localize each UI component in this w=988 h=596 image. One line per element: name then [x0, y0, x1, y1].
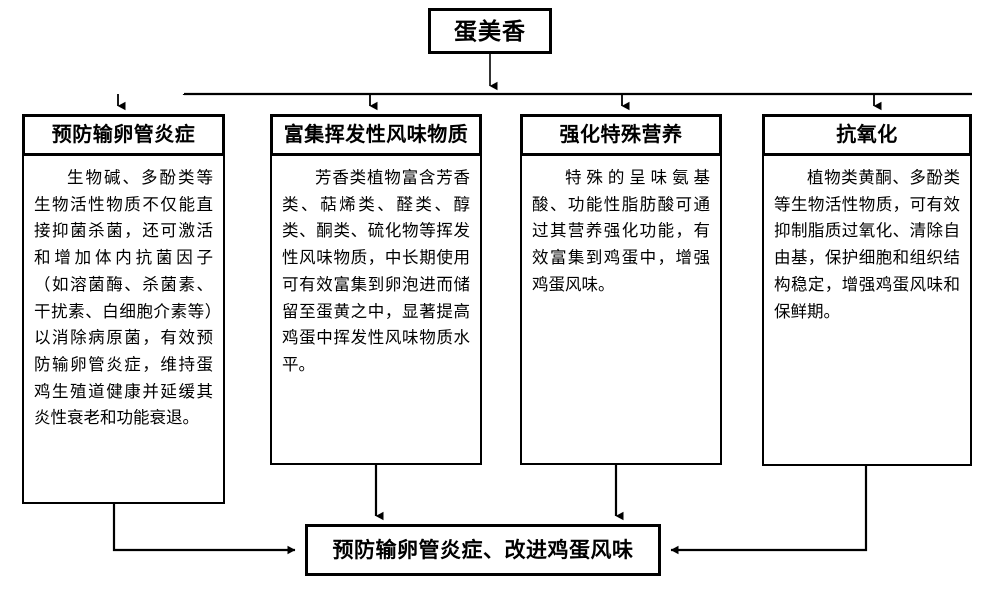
root-node: 蛋美香: [428, 8, 552, 54]
branch-1-text: 生物碱、多酚类等生物活性物质不仅能直接抑菌杀菌，还可激活和增加体内抗菌因子（如溶…: [34, 168, 213, 428]
branch-node-1: 预防输卵管炎症 生物碱、多酚类等生物活性物质不仅能直接抑菌杀菌，还可激活和增加体…: [22, 114, 225, 504]
outcome-node-label: 预防输卵管炎症、改进鸡蛋风味: [332, 537, 634, 562]
outcome-node: 预防输卵管炎症、改进鸡蛋风味: [305, 524, 661, 576]
branch-4-title: 抗氧化: [836, 124, 898, 146]
branch-3-header: 强化特殊营养: [520, 114, 722, 156]
root-node-label: 蛋美香: [454, 18, 526, 44]
connector-root-to-bus: [182, 54, 972, 96]
branch-4-text: 植物类黄酮、多酚类等生物活性物质，可有效抑制脂质过氧化、清除自由基，保护细胞和组…: [774, 168, 960, 321]
branch-node-2: 富集挥发性风味物质 芳香类植物富含芳香类、萜烯类、醛类、醇类、酮类、硫化物等挥发…: [270, 114, 482, 465]
branch-node-3: 强化特殊营养 特殊的呈味氨基酸、功能性脂肪酸可通过其营养强化功能，有效富集到鸡蛋…: [520, 114, 722, 465]
branch-2-text: 芳香类植物富含芳香类、萜烯类、醛类、醇类、酮类、硫化物等挥发性风味物质，中长期使…: [282, 168, 470, 375]
branch-node-4: 抗氧化 植物类黄酮、多酚类等生物活性物质，可有效抑制脂质过氧化、清除自由基，保护…: [762, 114, 972, 466]
branch-2-header: 富集挥发性风味物质: [270, 114, 482, 156]
branch-4-header: 抗氧化: [762, 114, 972, 156]
branch-2-title: 富集挥发性风味物质: [283, 124, 469, 146]
branch-1-title: 预防输卵管炎症: [51, 124, 196, 146]
branch-3-text: 特殊的呈味氨基酸、功能性脂肪酸可通过其营养强化功能，有效富集到鸡蛋中，增强鸡蛋风…: [532, 168, 710, 294]
branch-1-body: 生物碱、多酚类等生物活性物质不仅能直接抑菌杀菌，还可激活和增加体内抗菌因子（如溶…: [22, 156, 225, 504]
branch-3-body: 特殊的呈味氨基酸、功能性脂肪酸可通过其营养强化功能，有效富集到鸡蛋中，增强鸡蛋风…: [520, 156, 722, 465]
branch-4-body: 植物类黄酮、多酚类等生物活性物质，可有效抑制脂质过氧化、清除自由基，保护细胞和组…: [762, 156, 972, 466]
branch-2-body: 芳香类植物富含芳香类、萜烯类、醛类、醇类、酮类、硫化物等挥发性风味物质，中长期使…: [270, 156, 482, 465]
branch-3-title: 强化特殊营养: [559, 124, 683, 146]
branch-1-header: 预防输卵管炎症: [22, 114, 225, 156]
